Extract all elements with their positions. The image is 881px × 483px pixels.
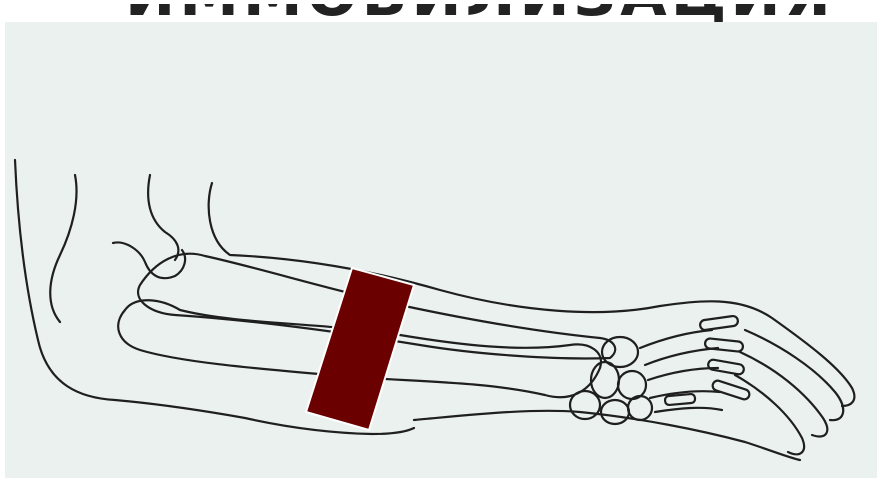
forearm-illustration [0,0,881,483]
